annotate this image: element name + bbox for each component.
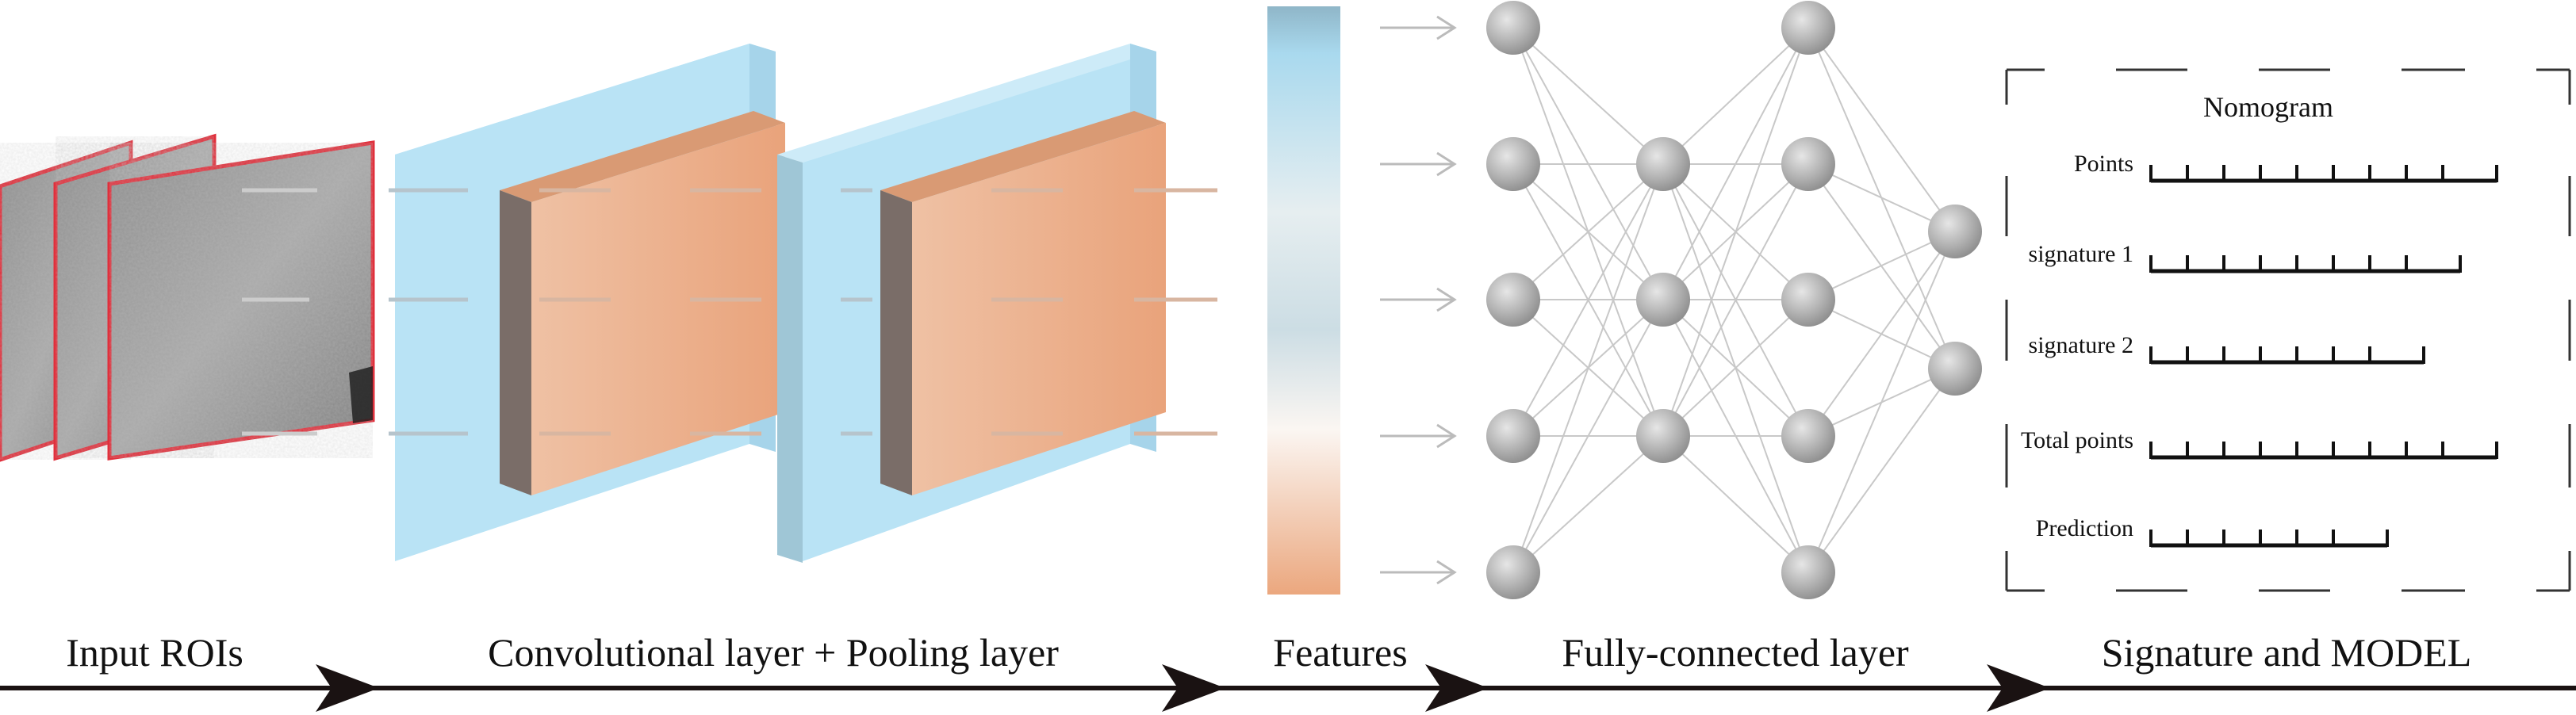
thin-arrow-right-icon: [1380, 287, 1457, 312]
nomogram-row-label: Prediction: [2036, 515, 2133, 541]
fc-connection: [1807, 231, 1956, 437]
fully-connected-network: [1486, 1, 1982, 599]
stage-label-model: Signature and MODEL: [2102, 630, 2472, 675]
pool-layer-1-front: [531, 123, 785, 495]
pool-layer-2-front: [912, 123, 1166, 495]
fc-neuron-node: [1486, 137, 1540, 191]
stage-label-fc: Fully-connected layer: [1562, 630, 1909, 675]
nomogram-row: signature 1: [2029, 241, 2462, 273]
thin-arrow-right-icon: [1380, 151, 1457, 177]
fc-neuron-node: [1486, 1, 1540, 55]
nomogram-row-label: signature 2: [2029, 332, 2133, 358]
conv-layer-2-leftface: [777, 155, 803, 563]
nomogram-row: Prediction: [2036, 515, 2389, 548]
fc-neuron-node: [1781, 1, 1835, 55]
fc-connection: [1807, 231, 1956, 573]
fc-connection: [1662, 27, 1809, 300]
stage-label-conv: Convolutional layer + Pooling layer: [488, 630, 1059, 675]
fc-neuron-node: [1486, 545, 1540, 599]
fc-neuron-node: [1781, 409, 1835, 463]
thin-arrow-right-icon: [1380, 15, 1457, 40]
stage-arrow-bar: [0, 664, 2576, 712]
stage-label-input: Input ROIs: [66, 630, 243, 675]
arrowhead-right-icon: [1162, 664, 1225, 712]
fc-connection: [1512, 163, 1664, 437]
arrowhead-right-icon: [1987, 664, 2050, 712]
pool-layer-1-side: [500, 190, 531, 495]
pool-layer-2-side: [880, 190, 912, 495]
conv-block-2: [777, 44, 1217, 563]
conv-layer-2-top: [777, 44, 1156, 162]
features-group: [1267, 6, 1457, 595]
thin-arrow-right-icon: [1380, 560, 1457, 585]
fc-connection: [1512, 27, 1664, 165]
fc-connection: [1512, 163, 1664, 573]
fc-connection: [1512, 435, 1664, 573]
fc-connection: [1512, 299, 1664, 573]
fc-neuron-node: [1928, 205, 1982, 258]
fc-connection: [1662, 27, 1809, 437]
fc-neuron-node: [1636, 409, 1690, 463]
input-rois-group: [0, 133, 375, 462]
fc-neuron-node: [1636, 137, 1690, 191]
conv-block-1: [389, 44, 785, 561]
fc-connection: [1662, 299, 1809, 437]
pool-layer-2-top: [880, 111, 1166, 202]
nomogram-row: Points: [2074, 151, 2498, 183]
nomogram-row-label: Points: [2074, 151, 2133, 177]
nomogram-row: Total points: [2021, 427, 2498, 460]
fc-connection: [1807, 368, 1956, 573]
fc-neuron-node: [1928, 342, 1982, 396]
fc-connection: [1807, 27, 1956, 232]
nomogram-dashed-frame: [2005, 68, 2571, 592]
nomogram-title: Nomogram: [2203, 91, 2333, 123]
fc-neuron-node: [1781, 137, 1835, 191]
arrowhead-right-icon: [316, 664, 379, 712]
roi-image-3: [107, 140, 375, 461]
pool-layer-1-top: [500, 111, 785, 202]
nomogram-row: signature 2: [2029, 332, 2425, 365]
stage-label-features: Features: [1273, 630, 1407, 675]
fc-neuron-node: [1781, 273, 1835, 327]
nomogram-row-label: Total points: [2021, 427, 2133, 453]
fc-connection: [1662, 435, 1809, 573]
nomogram-row-label: signature 1: [2029, 241, 2133, 267]
stage-labels: Input ROIs Convolutional layer + Pooling…: [66, 630, 2471, 675]
thin-arrow-right-icon: [1380, 423, 1457, 449]
fc-connection: [1662, 27, 1809, 165]
fc-connection: [1807, 231, 1956, 300]
fc-neuron-node: [1486, 409, 1540, 463]
arrowhead-right-icon: [1425, 664, 1489, 712]
fc-connection: [1512, 163, 1664, 300]
feature-vector-bar: [1267, 6, 1340, 595]
fc-neuron-node: [1636, 273, 1690, 327]
fc-neuron-node: [1781, 545, 1835, 599]
fc-neuron-node: [1486, 273, 1540, 327]
fc-connection: [1662, 163, 1809, 437]
nomogram: Nomogram Points signature 1 signature 2 Tot…: [2005, 68, 2571, 592]
